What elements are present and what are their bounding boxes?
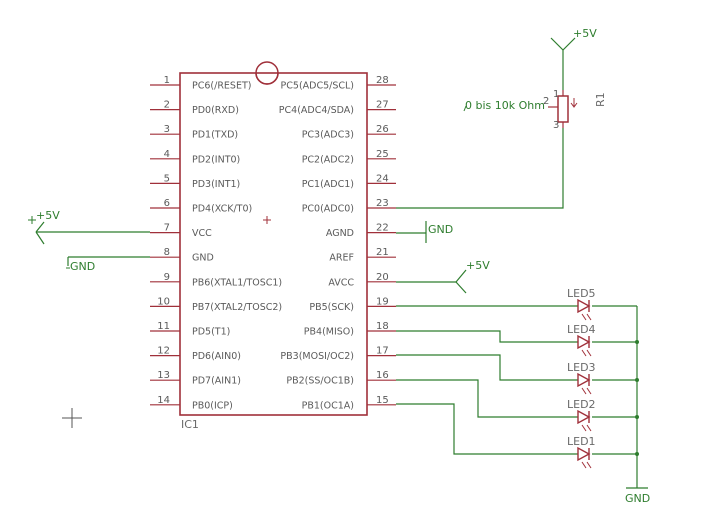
ic-pin-name: PC4(ADC4/SDA) bbox=[279, 105, 354, 116]
pot-pin1-number: 1 bbox=[553, 89, 559, 100]
ic-pin-name: AVCC bbox=[328, 277, 354, 288]
ic-pin-name: PC3(ADC3) bbox=[302, 130, 354, 141]
led-name-label: LED4 bbox=[567, 323, 596, 336]
ic-pin-number: 22 bbox=[376, 223, 389, 234]
led-gnd-symbol bbox=[626, 306, 648, 489]
gnd-left-net-label: GND bbox=[70, 260, 95, 273]
ic-name-label: IC1 bbox=[181, 418, 199, 431]
ic-pin-number: 27 bbox=[376, 100, 389, 111]
ic-pin-number: 26 bbox=[376, 124, 389, 135]
ic-pin-name: PC0(ADC0) bbox=[302, 204, 354, 215]
avcc-net-label: +5V bbox=[466, 259, 490, 272]
ic-pin-number: 17 bbox=[376, 346, 389, 357]
ic-pin-name: PB5(SCK) bbox=[309, 302, 354, 313]
led-wire bbox=[396, 330, 578, 343]
pot-value-label: 0 bis 10k Ohm bbox=[465, 99, 545, 112]
led-name-label: LED3 bbox=[567, 361, 596, 374]
ic-pin-number: 12 bbox=[157, 346, 170, 357]
ic-pin-number: 14 bbox=[157, 395, 170, 406]
ic-pin-name: PB1(OC1A) bbox=[302, 400, 354, 411]
vcc-supply-symbol bbox=[28, 216, 150, 245]
ic-pin-number: 20 bbox=[376, 272, 389, 283]
ic-pin-number: 28 bbox=[376, 75, 389, 86]
ic-pin-number: 11 bbox=[157, 321, 170, 332]
ic-pin-number: 13 bbox=[157, 370, 170, 381]
ic-body[interactable] bbox=[179, 61, 368, 416]
ic-pin-name: VCC bbox=[192, 228, 212, 239]
ic-pin-number: 8 bbox=[164, 247, 170, 258]
ic-pin-name: PD6(AIN0) bbox=[192, 351, 241, 362]
ic-pin-number: 4 bbox=[164, 149, 170, 160]
ic-pin-name: PD1(TXD) bbox=[192, 130, 238, 141]
ic-pin-name: PD2(INT0) bbox=[192, 154, 240, 165]
ic-pin-number: 7 bbox=[164, 223, 170, 234]
avcc-supply-symbol bbox=[396, 269, 467, 294]
led-name-label: LED1 bbox=[567, 435, 596, 448]
ic-pin-number: 16 bbox=[376, 370, 389, 381]
led-wire bbox=[396, 354, 578, 381]
ic-pin-name: PC1(ADC1) bbox=[302, 179, 354, 190]
ic-pin-name: PD4(XCK/T0) bbox=[192, 204, 252, 215]
ic-pin-number: 15 bbox=[376, 395, 389, 406]
ic-pin-number: 18 bbox=[376, 321, 389, 332]
ic-pin-number: 6 bbox=[164, 198, 170, 209]
ic-pin-name: PD0(RXD) bbox=[192, 105, 239, 116]
ic-pin-name: PD7(AIN1) bbox=[192, 376, 241, 387]
ic-pin-name: PB3(MOSI/OC2) bbox=[280, 351, 354, 362]
pot-wiper-wire bbox=[396, 128, 564, 209]
ic-pin-number: 5 bbox=[164, 173, 170, 184]
pot-name-label: R1 bbox=[594, 92, 607, 107]
agnd-symbol bbox=[396, 221, 427, 243]
pin1-notch-icon bbox=[255, 61, 279, 85]
agnd-net-label: GND bbox=[428, 223, 453, 236]
ic-pin-number: 9 bbox=[164, 272, 170, 283]
ic-pin-number: 1 bbox=[164, 75, 170, 86]
ic-pin-name: PB2(SS/OC1B) bbox=[286, 376, 354, 387]
led-symbol[interactable] bbox=[577, 409, 592, 432]
ic-pin-number: 25 bbox=[376, 149, 389, 160]
led-symbol[interactable] bbox=[577, 372, 592, 395]
pot-supply-net-label: +5V bbox=[573, 27, 597, 40]
ic-pin-number: 10 bbox=[157, 296, 170, 307]
ic-pin-name: PD3(INT1) bbox=[192, 179, 240, 190]
ic-pin-name: GND bbox=[192, 253, 214, 264]
led-symbol[interactable] bbox=[577, 334, 592, 357]
ic-pin-name: PC5(ADC5/SCL) bbox=[281, 81, 354, 92]
ic-pin-name: PB4(MISO) bbox=[304, 327, 354, 338]
led-name-label: LED5 bbox=[567, 287, 596, 300]
ic-pin-name: PB0(ICP) bbox=[192, 400, 233, 411]
ic-pin-number: 2 bbox=[164, 100, 170, 111]
pot-pin3-number: 3 bbox=[553, 120, 559, 131]
ic-pin-name: PC2(ADC2) bbox=[302, 154, 354, 165]
ic-pin-name: PC6(/RESET) bbox=[192, 81, 251, 92]
cursor-crosshair-icon bbox=[62, 408, 82, 428]
pot-supply-symbol bbox=[550, 37, 576, 90]
potentiometer-r1[interactable] bbox=[548, 90, 578, 128]
ic-pin-number: 19 bbox=[376, 296, 389, 307]
ic-pin-number: 24 bbox=[376, 173, 389, 184]
ic-pin-name: PB7(XTAL2/TOSC2) bbox=[192, 302, 282, 313]
led-wire bbox=[396, 379, 578, 418]
ic-pin-name: AGND bbox=[326, 228, 354, 239]
led-wire bbox=[396, 403, 578, 455]
ic-pin-name: AREF bbox=[329, 253, 354, 264]
vcc-net-label: +5V bbox=[36, 209, 60, 222]
ic-pin-name: PB6(XTAL1/TOSC1) bbox=[192, 277, 282, 288]
led-symbol[interactable] bbox=[577, 446, 592, 469]
ic-pin-number: 23 bbox=[376, 198, 389, 209]
gnd-left-symbol bbox=[66, 256, 150, 269]
ic-pin-number: 21 bbox=[376, 247, 389, 258]
ic-pin-number: 3 bbox=[164, 124, 170, 135]
led-name-label: LED2 bbox=[567, 398, 596, 411]
ic-pin-name: PD5(T1) bbox=[192, 327, 230, 338]
led-gnd-net-label: GND bbox=[625, 492, 650, 505]
led-symbol[interactable] bbox=[577, 298, 592, 321]
pot-pin2-number: 2 bbox=[543, 96, 549, 107]
